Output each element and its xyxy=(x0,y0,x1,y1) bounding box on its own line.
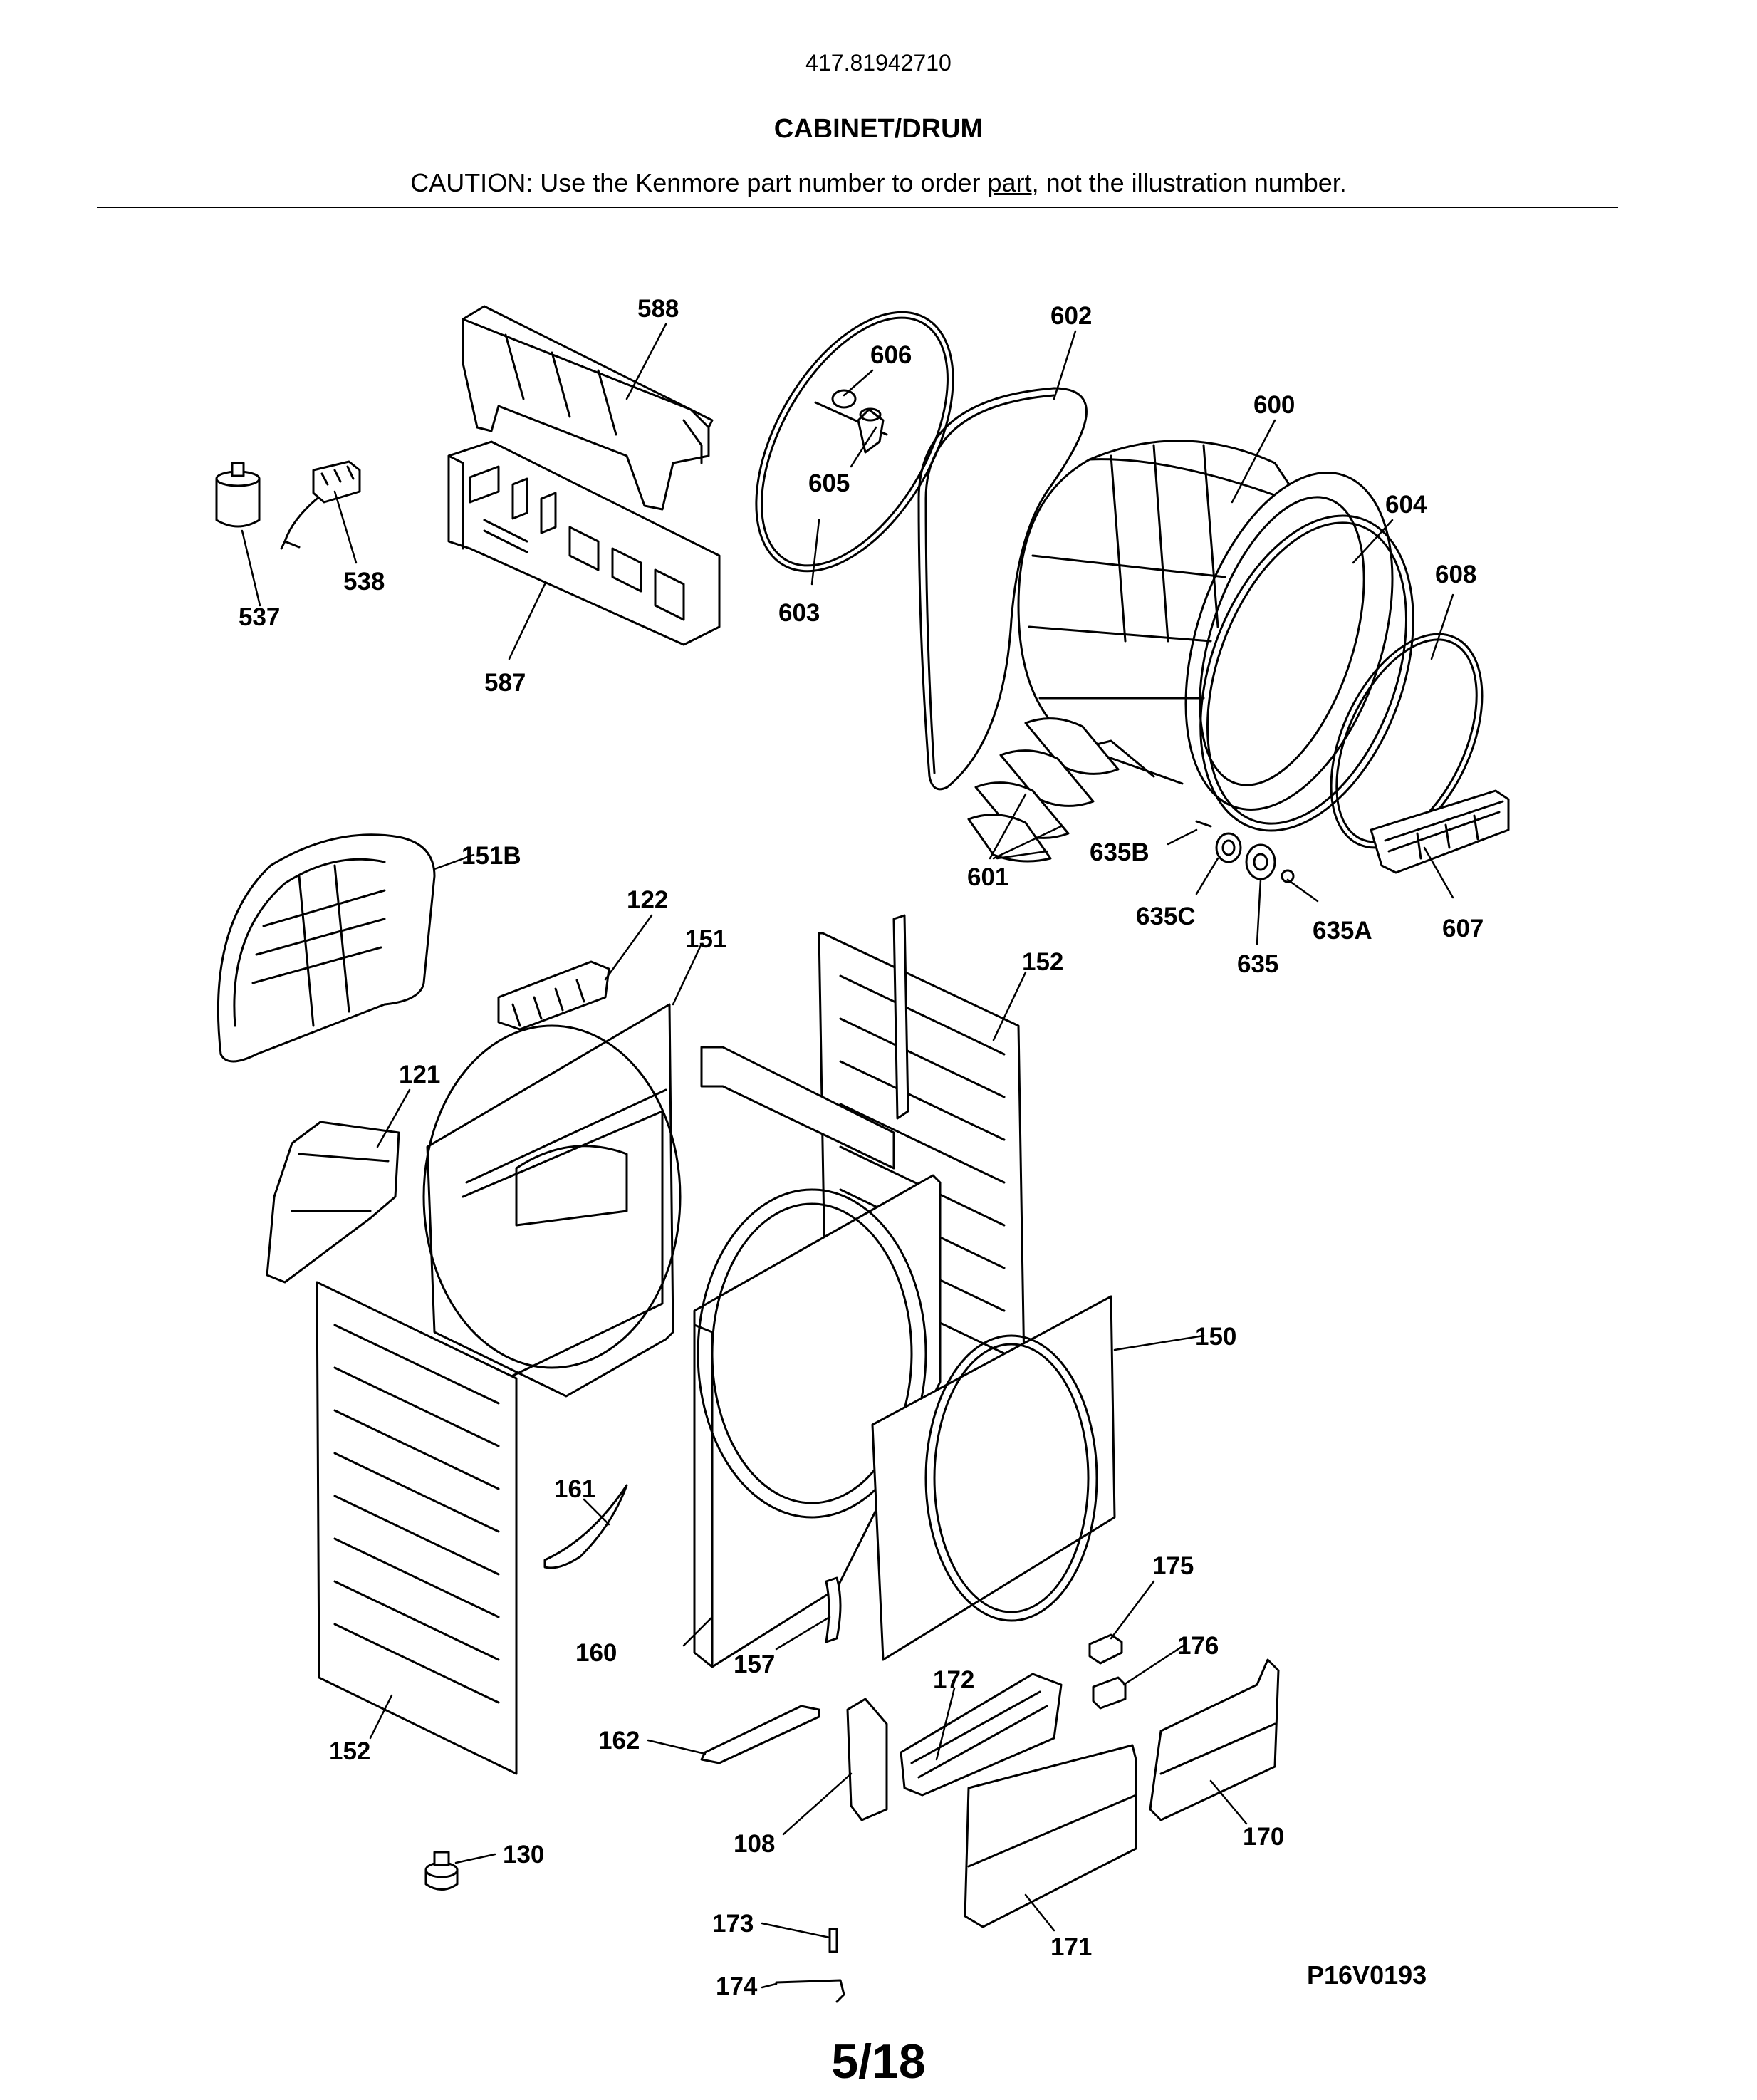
part-176-clip xyxy=(1092,1676,1127,1710)
part-600-drum xyxy=(1017,440,1394,811)
section-title: CABINET/DRUM xyxy=(773,114,984,144)
part-607-lint-filter xyxy=(1370,789,1510,874)
part-605-hub xyxy=(857,407,885,454)
callout-587: 587 xyxy=(484,669,526,697)
caution-note: CAUTION: Use the Kenmore part number to … xyxy=(0,168,1757,198)
callout-537: 537 xyxy=(239,603,280,631)
part-front-frame xyxy=(693,1174,942,1668)
callout-162: 162 xyxy=(598,1727,640,1755)
part-602-drive-belt xyxy=(917,387,1088,791)
callout-635: 635 xyxy=(1237,950,1278,978)
part-608-felt-seal xyxy=(1330,633,1484,849)
callout-152-lower: 152 xyxy=(329,1737,370,1765)
part-173-pin xyxy=(828,1928,838,1953)
part-603-drum-ring xyxy=(755,311,954,573)
caution-suffix: , not the illustration number. xyxy=(1031,168,1347,197)
callout-150: 150 xyxy=(1195,1323,1236,1351)
part-587-control-board xyxy=(447,440,721,646)
callout-170: 170 xyxy=(1243,1823,1284,1851)
callout-174: 174 xyxy=(716,1972,758,2000)
callout-157: 157 xyxy=(734,1651,775,1678)
callout-607: 607 xyxy=(1442,915,1484,942)
part-150-front-panel xyxy=(871,1295,1116,1661)
callout-175: 175 xyxy=(1152,1552,1194,1580)
part-122-vent xyxy=(497,960,610,1031)
callout-602: 602 xyxy=(1050,302,1092,330)
callout-600: 600 xyxy=(1253,391,1295,419)
part-538-terminal-block xyxy=(280,460,361,550)
callout-161: 161 xyxy=(554,1475,595,1503)
part-175-clip xyxy=(1088,1633,1123,1665)
callout-601: 601 xyxy=(967,863,1008,891)
part-537-component xyxy=(215,462,261,528)
part-635-roller-assembly xyxy=(1195,820,1295,883)
part-151-rear-panel xyxy=(422,1003,682,1398)
part-170-kick-panel xyxy=(1149,1658,1280,1821)
caution-prefix: CAUTION: Use the Kenmore part number to … xyxy=(410,168,988,197)
callout-635A: 635A xyxy=(1313,917,1372,945)
part-174-spring xyxy=(775,1979,845,2003)
part-601-drum-baffles xyxy=(967,717,1120,863)
page-number: 5/18 xyxy=(831,2034,926,2089)
callout-130: 130 xyxy=(503,1841,544,1868)
part-support-bar xyxy=(892,914,909,1120)
part-108-hinge-block xyxy=(846,1698,888,1821)
callout-121: 121 xyxy=(399,1061,440,1088)
callout-588: 588 xyxy=(637,295,679,323)
part-151B-rear-cover xyxy=(217,833,436,1063)
part-604-drum-seal xyxy=(1199,514,1414,832)
callout-603: 603 xyxy=(778,599,820,627)
part-588-control-cover xyxy=(462,305,714,511)
part-130-leveling-foot xyxy=(424,1851,459,1891)
drawing-code: P16V0193 xyxy=(1307,1960,1427,1990)
callout-635B: 635B xyxy=(1090,838,1149,866)
part-121-duct xyxy=(266,1121,400,1284)
callout-538: 538 xyxy=(343,568,385,596)
leader-lines xyxy=(241,323,1454,1989)
caution-part-link: part xyxy=(987,168,1032,197)
callout-151B: 151B xyxy=(462,842,521,870)
callout-604: 604 xyxy=(1385,491,1427,519)
callout-108: 108 xyxy=(734,1830,775,1858)
callout-635C: 635C xyxy=(1136,903,1196,930)
part-152-side-panel-lower xyxy=(316,1281,518,1775)
callout-152-upper: 152 xyxy=(1022,948,1063,976)
part-161-hinge xyxy=(543,1484,628,1569)
callout-608: 608 xyxy=(1435,561,1476,588)
callout-605: 605 xyxy=(808,469,850,497)
model-number: 417.81942710 xyxy=(805,50,952,76)
callout-122: 122 xyxy=(627,886,668,914)
callout-173: 173 xyxy=(712,1910,754,1938)
part-162-gasket xyxy=(700,1705,820,1764)
callout-171: 171 xyxy=(1050,1933,1092,1961)
part-171-kick-panel xyxy=(964,1744,1137,1928)
part-top-bracket xyxy=(700,1046,895,1170)
part-172-bracket xyxy=(900,1673,1063,1797)
callout-606: 606 xyxy=(870,341,912,369)
callout-151: 151 xyxy=(685,925,726,953)
part-157-strip xyxy=(825,1576,842,1643)
header-rule xyxy=(97,207,1618,208)
callout-172: 172 xyxy=(933,1666,974,1694)
callout-176: 176 xyxy=(1177,1632,1219,1660)
callout-160: 160 xyxy=(575,1639,617,1667)
